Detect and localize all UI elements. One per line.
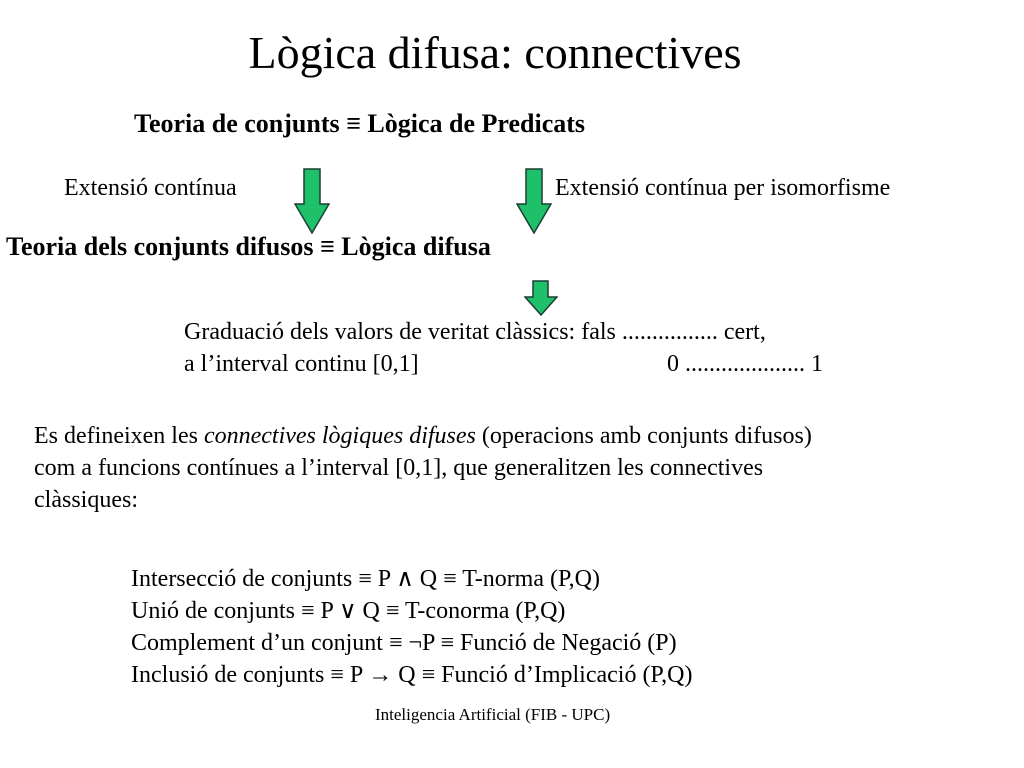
- connective-item: Complement d’un conjunt ≡ ¬P ≡ Funció de…: [131, 630, 677, 656]
- down-arrow-icon: [524, 280, 558, 316]
- heading-sets-predicates: Teoria de conjunts ≡ Lògica de Predicats: [134, 109, 586, 138]
- connective-item: Unió de conjunts ≡ P ∨ Q ≡ T-conorma (P,…: [131, 598, 566, 624]
- definition-emphasis: connectives lògiques difuses: [203, 423, 476, 449]
- slide-footer: Inteligencia Artificial (FIB - UPC): [375, 705, 611, 724]
- heading-fuzzy-sets-logic: Teoria dels conjunts difusos ≡ Lògica di…: [6, 232, 491, 261]
- extension-right-label: Extensió contínua per isomorfisme: [555, 175, 891, 201]
- connective-item: Intersecció de conjunts ≡ P ∧ Q ≡ T-norm…: [131, 566, 601, 592]
- down-arrow-icon: [294, 168, 330, 234]
- definition-line-2: com a funcions contínues a l’interval [0…: [34, 455, 764, 481]
- graduation-line-2-left: a l’interval continu [0,1]: [184, 351, 419, 377]
- slide-title: Lògica difusa: connectives: [248, 27, 742, 78]
- definition-pre: Es defineixen les: [34, 423, 204, 449]
- definition-paragraph: Es defineixen les connectives lògiques d…: [34, 420, 812, 516]
- connectives-list: Intersecció de conjunts ≡ P ∧ Q ≡ T-norm…: [131, 563, 692, 691]
- connective-item: Inclusió de conjunts ≡ P → Q ≡ Funció d’…: [131, 662, 693, 688]
- definition-line-3: clàssiques:: [34, 487, 138, 513]
- graduation-line-2-right: 0 .................... 1: [667, 351, 823, 377]
- graduation-line-1: Graduació dels valors de veritat clàssic…: [184, 319, 766, 345]
- definition-line-1: Es defineixen les connectives lògiques d…: [34, 420, 812, 452]
- extension-left-label: Extensió contínua: [64, 175, 237, 201]
- definition-post: (operacions amb conjunts difusos): [475, 423, 812, 449]
- down-arrow-icon: [516, 168, 552, 234]
